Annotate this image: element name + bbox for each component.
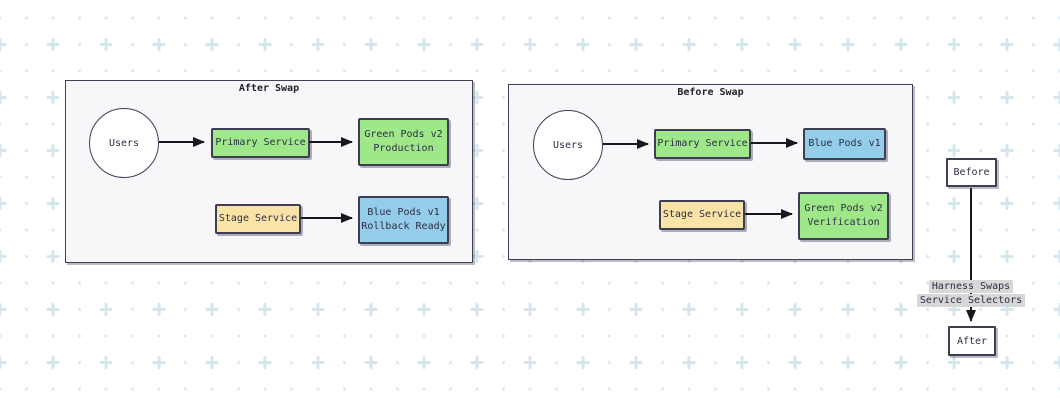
group-after-swap-title: After Swap bbox=[238, 83, 300, 94]
swap-flow-edge-label: Harness Swaps Service Selectors bbox=[896, 280, 1046, 308]
after-swap-primary-service-node: Primary Service bbox=[211, 128, 310, 158]
before-swap-primary-service-node: Primary Service bbox=[654, 129, 751, 159]
after-swap-blue-pods-rollback-node: Blue Pods v1 Rollback Ready bbox=[358, 196, 449, 244]
before-swap-users-node: Users bbox=[533, 110, 603, 180]
swap-flow-after-node: After bbox=[948, 326, 996, 356]
group-before-swap: Before Swap Users Primary Service Blue P… bbox=[508, 84, 913, 260]
after-swap-stage-service-node: Stage Service bbox=[215, 204, 301, 234]
before-swap-stage-service-node: Stage Service bbox=[659, 200, 745, 230]
before-swap-blue-pods-node: Blue Pods v1 bbox=[803, 128, 886, 160]
after-swap-users-node: Users bbox=[89, 108, 159, 178]
swap-flow-edge-label-text: Harness Swaps Service Selectors bbox=[916, 280, 1026, 307]
group-before-swap-title: Before Swap bbox=[677, 87, 744, 98]
after-swap-green-pods-production-node: Green Pods v2 Production bbox=[358, 118, 449, 166]
swap-flow-before-node: Before bbox=[946, 158, 997, 187]
group-after-swap: After Swap Users Primary Service Green P… bbox=[65, 80, 473, 263]
before-swap-green-pods-verification-node: Green Pods v2 Verification bbox=[798, 192, 889, 240]
